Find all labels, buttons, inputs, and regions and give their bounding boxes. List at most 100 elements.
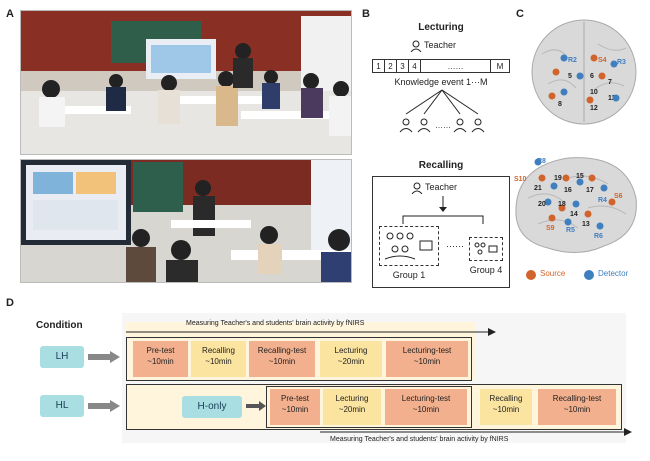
channel-label: 13 [582, 221, 590, 228]
group-4-label: Group 4 [469, 265, 503, 275]
channel-label: 20 [538, 201, 546, 208]
top-caption: Measuring Teacher's and students' brain … [186, 320, 365, 327]
step-time: ~20min [337, 357, 365, 366]
condition-heading: Condition [36, 320, 83, 331]
lh-step-pretest: Pre-test ~10min [133, 341, 188, 377]
panel-label-c: C [516, 8, 524, 20]
group-students-icon [384, 232, 433, 260]
hl-arrow-icon [88, 400, 120, 412]
step-name: Lecturing [335, 394, 369, 403]
channel-label: S10 [514, 176, 527, 183]
channel-label: R2 [568, 57, 577, 64]
channel-label: 17 [586, 187, 594, 194]
channel-label: R6 [594, 233, 603, 240]
group-4-box [469, 237, 503, 261]
hl-step-pretest: Pre-test ~10min [270, 389, 320, 425]
lecturing-teacher-label: Teacher [424, 40, 457, 50]
channel-label: 19 [554, 175, 562, 182]
sequence-cell: 3 [397, 60, 409, 73]
lh-step-recalling: Recalling ~10min [191, 341, 246, 377]
group-1-box [379, 226, 439, 266]
step-time: ~10min [268, 357, 296, 366]
group-ellipsis: ······ [446, 241, 464, 251]
sequence-cell: 2 [385, 60, 397, 73]
lh-step-lecturing-test: Lecturing-test ~10min [386, 341, 468, 377]
channel-label: R8 [537, 158, 546, 165]
channel-label: 5 [568, 73, 572, 80]
step-name: Recalling [202, 346, 235, 355]
channel-label: R4 [598, 197, 607, 204]
panel-label-d: D [6, 297, 14, 309]
channel-label: 6 [590, 73, 594, 80]
channel-label: R5 [566, 227, 575, 234]
channel-label: 16 [564, 187, 572, 194]
channel-label: 14 [570, 211, 578, 218]
channel-label: 7 [608, 79, 612, 86]
classroom-photo-lecturing-image [21, 11, 351, 154]
recalling-title: Recalling [418, 160, 464, 171]
step-name: Recalling-test [257, 346, 307, 355]
knowledge-event-label: Knowledge event 1···M [394, 77, 488, 87]
lecturing-students-icon: …… [399, 89, 485, 133]
bottom-caption: Measuring Teacher's and students' brain … [330, 436, 509, 443]
lecturing-title: Lecturing [418, 22, 464, 33]
channel-label: 15 [576, 173, 584, 180]
detector-legend-label: Detector [598, 269, 629, 278]
source-legend-dot [526, 270, 536, 280]
lh-condition-tag: LH [40, 346, 84, 368]
channel-label: R3 [617, 59, 626, 66]
step-time: ~10min [492, 405, 520, 414]
step-time: ~10min [412, 405, 440, 414]
channel-label: 12 [590, 105, 598, 112]
detector-legend-dot [584, 270, 594, 280]
channel-label: 11 [608, 95, 616, 102]
step-name: Recalling-test [552, 394, 602, 403]
recalling-box: Teacher Group 1 ······ Group 4 [372, 176, 510, 288]
sequence-cell: 4 [409, 60, 421, 73]
step-time: ~20min [338, 405, 366, 414]
hl-step-recalling: Recalling ~10min [480, 389, 532, 425]
step-time: ~10min [281, 405, 309, 414]
bottom-timeline-arrow [320, 428, 632, 436]
hl-condition-tag: HL [40, 395, 84, 417]
step-name: Pre-test [146, 346, 175, 355]
step-time: ~10min [563, 405, 591, 414]
hl-step-lecturing-test: Lecturing-test ~10min [385, 389, 467, 425]
recalling-arrows [402, 196, 484, 224]
step-name: Lecturing-test [402, 346, 452, 355]
hl-step-lecturing: Lecturing ~20min [323, 389, 381, 425]
step-time: ~10min [413, 357, 441, 366]
channel-label: S4 [598, 57, 607, 64]
hl-inner-frame [266, 386, 472, 428]
channel-label: S9 [546, 225, 555, 232]
channel-label: 8 [558, 101, 562, 108]
knowledge-sequence: 1 2 3 4 …… M [372, 59, 510, 73]
h-only-tag: H-only [182, 396, 242, 418]
lecturing-box: Lecturing Teacher 1 2 3 4 …… M Knowledge… [372, 22, 510, 146]
recalling-teacher-label: Teacher [425, 182, 458, 192]
classroom-photo-recalling [20, 159, 352, 283]
hl-step-recalling-test: Recalling-test ~10min [538, 389, 616, 425]
svg-text:……: …… [435, 121, 451, 130]
channel-label: S6 [614, 193, 623, 200]
lh-sequence-frame [126, 337, 472, 381]
classroom-photo-lecturing [20, 10, 352, 155]
panel-label-b: B [362, 8, 370, 20]
brain-front-view: R2 S4 R3 5 6 7 10 11 12 8 [531, 19, 637, 125]
h-only-arrow-icon [246, 401, 266, 411]
sequence-cell: M [496, 62, 504, 71]
step-name: Pre-test [280, 394, 309, 403]
group-students-icon [474, 242, 498, 255]
step-name: Lecturing-test [401, 394, 451, 403]
top-timeline-arrow [126, 328, 496, 336]
panel-label-a: A [6, 8, 14, 20]
sequence-cell: …… [421, 60, 491, 73]
sequence-cell: 1 [373, 60, 385, 73]
teacher-icon [411, 181, 425, 195]
step-name: Lecturing [334, 346, 368, 355]
channel-label: 10 [590, 89, 598, 96]
classroom-photo-recalling-image [21, 160, 351, 282]
source-legend-label: Source [540, 269, 566, 278]
channel-label: 21 [534, 185, 542, 192]
group-1-label: Group 1 [392, 270, 426, 280]
